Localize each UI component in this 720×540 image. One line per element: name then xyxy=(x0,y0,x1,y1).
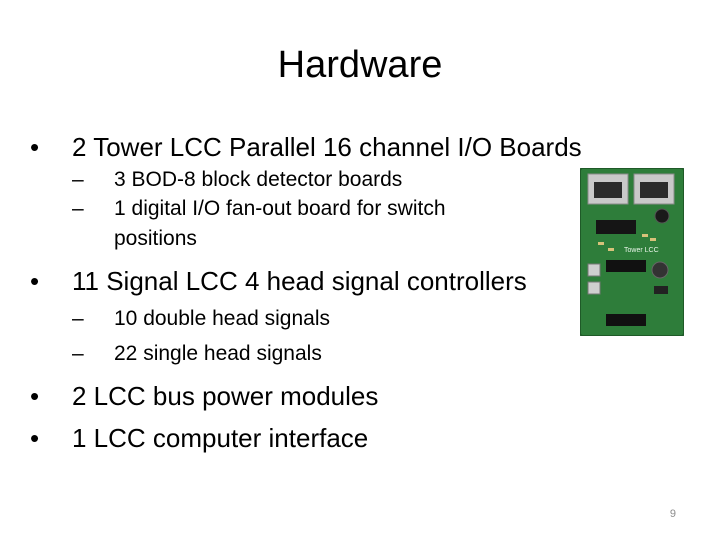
tactile-button xyxy=(587,281,601,295)
dash-marker: – xyxy=(72,342,84,365)
board-silkscreen-label: Tower LCC xyxy=(624,247,659,254)
dash-marker: – xyxy=(72,197,84,220)
sub-bullet-text: 1 digital I/O fan-out board for switch xyxy=(114,197,446,220)
bullet-text: 1 LCC computer interface xyxy=(72,423,369,453)
sub-bullet-item: – 1 digital I/O fan-out board for switch xyxy=(72,197,446,221)
page-number: 9 xyxy=(669,508,676,520)
bullet-text: 11 Signal LCC 4 head signal controllers xyxy=(72,266,527,296)
slide-title: Hardware xyxy=(277,44,443,86)
bullet-item: • 11 Signal LCC 4 head signal controllers xyxy=(30,266,527,297)
bullet-item: • 1 LCC computer interface xyxy=(30,423,368,454)
bullet-text: 2 Tower LCC Parallel 16 channel I/O Boar… xyxy=(72,132,582,162)
pin-header-bottom xyxy=(606,314,646,326)
bullet-marker: • xyxy=(30,381,40,411)
oscillator-icon xyxy=(651,261,669,279)
circuit-board-photo: Tower LCC xyxy=(580,168,684,336)
bullet-marker: • xyxy=(30,132,40,162)
sub-bullet-item: – 10 double head signals xyxy=(72,307,330,331)
sub-bullet-item: – 3 BOD-8 block detector boards xyxy=(72,168,402,192)
sub-bullet-continuation: positions xyxy=(114,227,197,250)
sub-bullet-text: 22 single head signals xyxy=(114,342,322,365)
bullet-marker: • xyxy=(30,266,40,296)
bullet-item: • 2 LCC bus power modules xyxy=(30,381,378,412)
ic-chip xyxy=(596,220,636,234)
pin-header-top xyxy=(606,260,646,272)
bullet-item: • 2 Tower LCC Parallel 16 channel I/O Boa… xyxy=(30,132,582,163)
dash-marker: – xyxy=(72,307,84,330)
dash-marker: – xyxy=(72,168,84,191)
sub-bullet-text: 10 double head signals xyxy=(114,307,331,330)
sub-bullet-item: – 22 single head signals xyxy=(72,342,322,366)
tactile-button xyxy=(587,263,601,277)
bullet-text: 2 LCC bus power modules xyxy=(72,381,379,411)
sub-bullet-text: 3 BOD-8 block detector boards xyxy=(114,168,403,191)
capacitor-icon xyxy=(654,208,670,224)
bullet-marker: • xyxy=(30,423,40,453)
